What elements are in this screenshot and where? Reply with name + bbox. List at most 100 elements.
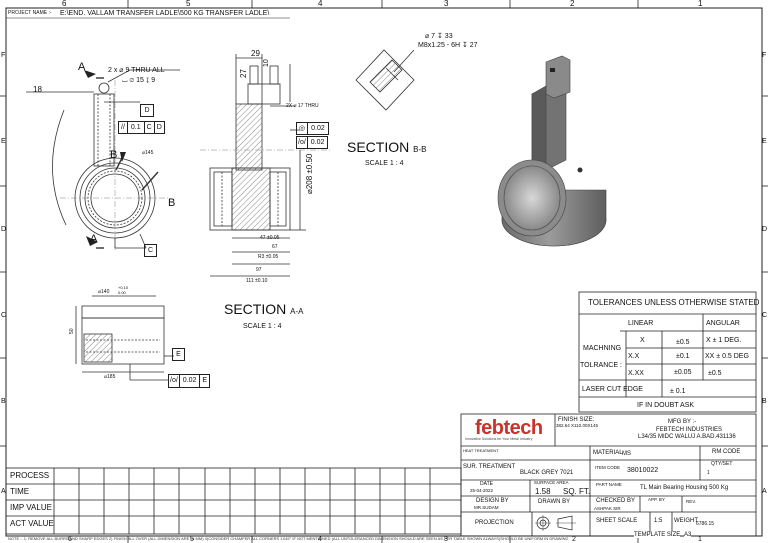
surface-area-unit: SQ. FT. <box>563 487 591 496</box>
tolerance-row2-ang: XX ± 0.5 DEG <box>705 353 749 360</box>
fcf-bottom-symbol: /o/ <box>169 375 180 387</box>
tolerance-machining-label: MACHNING <box>583 345 622 352</box>
sheet-scale-label: SHEET SCALE <box>596 518 638 524</box>
material-value: MS <box>622 451 631 457</box>
tolerance-row3-fmt: X.XX <box>628 370 644 377</box>
zone-number-top-2: 2 <box>570 0 575 8</box>
section-b-label-top: B <box>110 149 118 161</box>
template-size-value: A3 <box>684 532 692 538</box>
finish-size-label: FINISH SIZE: <box>558 417 595 423</box>
section-b-label-right: B <box>168 197 176 209</box>
zone-letter-right-f: F <box>762 52 767 59</box>
zone-letter-left-d: D <box>1 226 7 233</box>
tolerance-row2-tol: ±0.1 <box>676 353 690 360</box>
zone-letter-left-e: E <box>1 138 6 145</box>
surface-area-label: SURFACE AREA <box>534 480 569 485</box>
project-label: PROJECT NAME :- <box>8 10 52 16</box>
process-row-process: PROCESS <box>10 471 50 480</box>
design-by-label: DESIGN BY <box>476 498 509 504</box>
section-bb-title: SECTION B-B <box>347 139 427 155</box>
hole-callout-cbore: ⌴ ⌀ 15 ↧ 9 <box>122 77 156 84</box>
date-label: DATE <box>480 481 493 487</box>
tolerance-linear-header: LINEAR <box>628 320 654 327</box>
zone-letter-right-d: D <box>762 226 768 233</box>
tapped-callout-2: M8x1.25 - 6H ↧ 27 <box>418 42 478 49</box>
part-name-label: PART NAME <box>596 482 622 487</box>
dim-18: 18 <box>33 85 42 94</box>
process-row-time: TIME <box>10 487 30 496</box>
template-size-label: TEMPLATE SIZE <box>634 532 681 538</box>
fcf-bottom-value: 0.02 <box>180 375 201 387</box>
qty-set-label: QTY/SET <box>711 461 733 467</box>
rm-code-label: RM CODE <box>712 449 741 455</box>
dim-17-thru: 2X ⌀ 17 THRU <box>286 103 319 109</box>
isometric-render <box>497 55 607 247</box>
febtech-logo: febtech <box>475 417 543 439</box>
zone-number-bottom-1: 1 <box>698 536 702 543</box>
section-aa-title: SECTION A-A <box>224 301 304 317</box>
tolerance-row1-tol: ±0.5 <box>676 339 690 346</box>
tolerance-row1-fmt: X <box>640 337 645 344</box>
heat-treatment-label: HEAT TREATMENT <box>463 448 499 453</box>
zone-number-bottom-5: 5 <box>190 536 194 543</box>
datum-c-box: C <box>144 244 157 257</box>
finish-size-value: 382.64 X110.00X145 <box>556 423 598 428</box>
zone-number-bottom-2: 2 <box>572 536 576 543</box>
zone-letter-right-c: C <box>762 312 768 319</box>
zone-letter-right-a: A <box>762 488 767 495</box>
laser-cut-tol: ± 0.1 <box>670 388 686 395</box>
company-address: L34/35 MIDC WALUJ A.BAD.431136 <box>638 434 736 440</box>
checked-by-label: CHECKED BY <box>596 498 636 504</box>
tolerance-row3-ang: ±0.5 <box>708 370 722 377</box>
zone-number-bottom-3: 3 <box>444 536 448 543</box>
sur-treatment-value: BLACK GREY 7021 <box>520 470 574 476</box>
surface-area-value: 1.58 <box>535 487 551 496</box>
drawn-by-label: DRAWN BY <box>538 499 571 505</box>
projection-symbol-icon <box>535 515 576 531</box>
tapped-callout-1: ⌀ 7 ↧ 33 <box>425 33 453 40</box>
zone-letter-right-b: B <box>762 398 767 405</box>
drawn-by-value: ASHPAK SIR <box>594 506 621 511</box>
datum-d-box: D <box>140 104 154 117</box>
febtech-tagline: Innovative Solutions for Your Metal Indu… <box>465 437 533 441</box>
tolerance-doubt: IF IN DOUBT ASK <box>637 402 695 409</box>
fcf-parallelism: // 0.1 C D <box>118 121 165 134</box>
mfg-by-label: MFG BY :- <box>668 419 697 425</box>
projection-label: PROJECTION <box>475 520 514 526</box>
material-label: MATERIAL <box>593 450 623 456</box>
zone-letter-left-b: B <box>1 398 6 405</box>
zone-letter-left-a: A <box>1 488 6 495</box>
project-underline <box>6 17 290 19</box>
dim-d140-tol-dn: 0.00 <box>118 290 126 295</box>
zone-letter-right-e: E <box>762 138 767 145</box>
section-a-label-bottom: A <box>90 233 98 245</box>
section-a-label-top: A <box>78 61 86 73</box>
rev-label: REV. <box>686 499 697 504</box>
project-path: E:\END. VALLAM TRANSFER LADLE\500 KG TRA… <box>60 10 270 17</box>
fcf-circularity-value: 0.02 <box>311 125 325 132</box>
zone-number-bottom-6: 6 <box>68 536 72 543</box>
weight-label: WEIGHT <box>674 518 698 524</box>
zone-number-bottom-4: 4 <box>318 536 322 543</box>
fcf-parallel-datum-c: C <box>145 122 155 133</box>
fcf-parallel-symbol: // <box>119 122 128 133</box>
section-aa-scale: SCALE 1 : 4 <box>243 323 282 330</box>
fcf-parallel-datum-d: D <box>156 124 162 131</box>
fcf-circularity-symbol: ◎ <box>297 123 309 134</box>
qty-set-value: 1 <box>707 470 710 476</box>
fcf-cylindricity: /o/ 0.02 <box>296 136 329 149</box>
section-bb-scale: SCALE 1 : 4 <box>365 160 404 167</box>
laser-cut-label: LASER CUT EDGE <box>582 386 643 393</box>
fcf-parallel-value: 0.1 <box>128 122 145 133</box>
dim-97: 97 <box>256 267 262 273</box>
app-by-label: APP. BY <box>648 497 665 502</box>
dim-d185: ⌀185 <box>104 374 116 380</box>
date-value: 25-04-2022 <box>470 488 494 493</box>
fcf-cylindricity-symbol: /o/ <box>298 137 308 148</box>
item-code-label: ITEM CODE <box>595 465 621 470</box>
